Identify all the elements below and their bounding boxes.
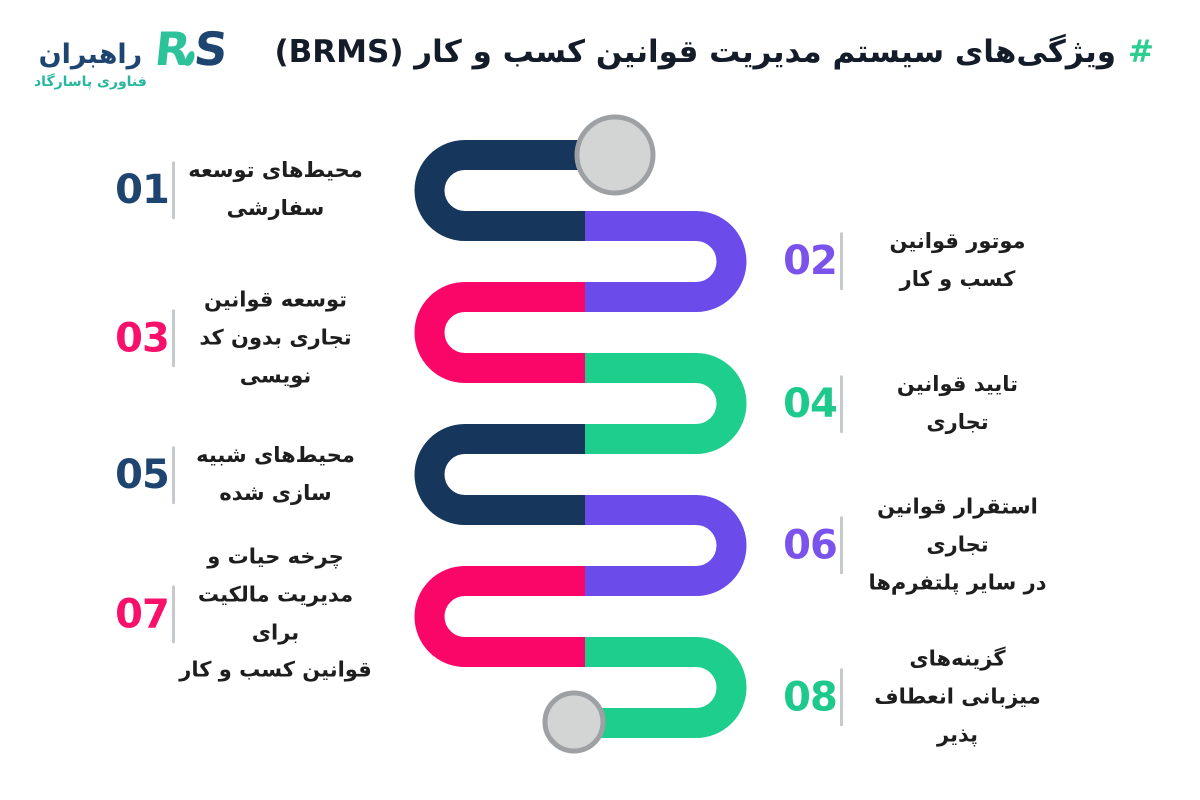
logo-letter-r: R	[151, 22, 194, 76]
feature-label-05: محیط‌های شبیه سازی شده	[196, 443, 355, 505]
logo-company-name: راهبران	[38, 39, 143, 70]
path-segment-pink-2	[414, 566, 585, 667]
feature-label-02: موتور قوانین کسب و کار	[889, 229, 1026, 291]
feature-label-04: تایید قوانین تجاری	[896, 372, 1019, 434]
feature-item-02: 02 موتور قوانین کسب و کار	[780, 223, 1072, 299]
feature-number-03: 03	[115, 314, 170, 361]
page-title: # ویژگی‌های سیستم مدیریت قوانین کسب و کار…	[274, 34, 1154, 70]
start-endpoint-circle	[574, 114, 656, 196]
divider-line	[840, 667, 843, 726]
feature-number-05: 05	[115, 452, 170, 498]
feature-label-01: محیط‌های توسعه سفارشی	[188, 158, 363, 220]
logo-letter-s: S	[191, 22, 231, 76]
feature-number-07: 07	[115, 591, 170, 637]
company-logo: راهبران فناوری پاسارگاد R S	[34, 22, 230, 90]
feature-label-07: چرخه حیات و مدیریت مالکیت برای قوانین کس…	[179, 544, 372, 682]
feature-number-08: 08	[783, 673, 838, 720]
divider-line	[172, 446, 175, 504]
feature-item-04: 04 تایید قوانین تجاری	[780, 366, 1072, 442]
feature-item-07: 07 چرخه حیات و مدیریت مالکیت برای قوانین…	[112, 538, 376, 689]
feature-item-05: 05 محیط‌های شبیه سازی شده	[112, 437, 376, 513]
feature-number-06: 06	[783, 521, 838, 568]
logo-tagline: فناوری پاسارگاد	[34, 73, 147, 90]
divider-line	[172, 161, 175, 219]
path-segment-navy-2	[414, 424, 585, 525]
feature-label-06: استقرار قوانین تجاری در سایر پلتفرم‌ها	[868, 494, 1047, 594]
hash-symbol: #	[1128, 34, 1154, 70]
feature-number-04: 04	[783, 381, 838, 427]
feature-item-03: 03 توسعه قوانین تجاری بدون کد نویسی	[112, 281, 376, 394]
path-segment-purple-2	[585, 495, 747, 596]
feature-item-01: 01 محیط‌های توسعه سفارشی	[112, 152, 376, 228]
feature-item-08: 08 گزینه‌های میزبانی انعطاف پذیر	[780, 640, 1072, 753]
divider-line	[172, 308, 175, 367]
path-segment-navy-1	[414, 140, 598, 241]
feature-label-08: گزینه‌های میزبانی انعطاف پذیر	[874, 646, 1041, 746]
logo-rs-mark-icon: R S	[151, 22, 231, 76]
divider-line	[840, 232, 843, 290]
feature-number-02: 02	[783, 238, 838, 284]
divider-line	[172, 585, 175, 643]
end-endpoint-circle	[542, 690, 606, 754]
feature-item-06: 06 استقرار قوانین تجاری در سایر پلتفرم‌ه…	[780, 488, 1072, 601]
divider-line	[840, 515, 843, 574]
feature-number-01: 01	[115, 167, 170, 213]
path-segment-green-1	[585, 353, 747, 454]
feature-label-03: توسعه قوانین تجاری بدون کد نویسی	[199, 287, 352, 387]
path-segment-purple-1	[585, 211, 747, 312]
path-segment-green-2	[585, 637, 747, 738]
page-title-text: ویژگی‌های سیستم مدیریت قوانین کسب و کار …	[274, 34, 1117, 70]
logo-text-block: راهبران فناوری پاسارگاد	[34, 40, 147, 90]
divider-line	[840, 375, 843, 433]
path-segment-pink-1	[414, 282, 585, 383]
